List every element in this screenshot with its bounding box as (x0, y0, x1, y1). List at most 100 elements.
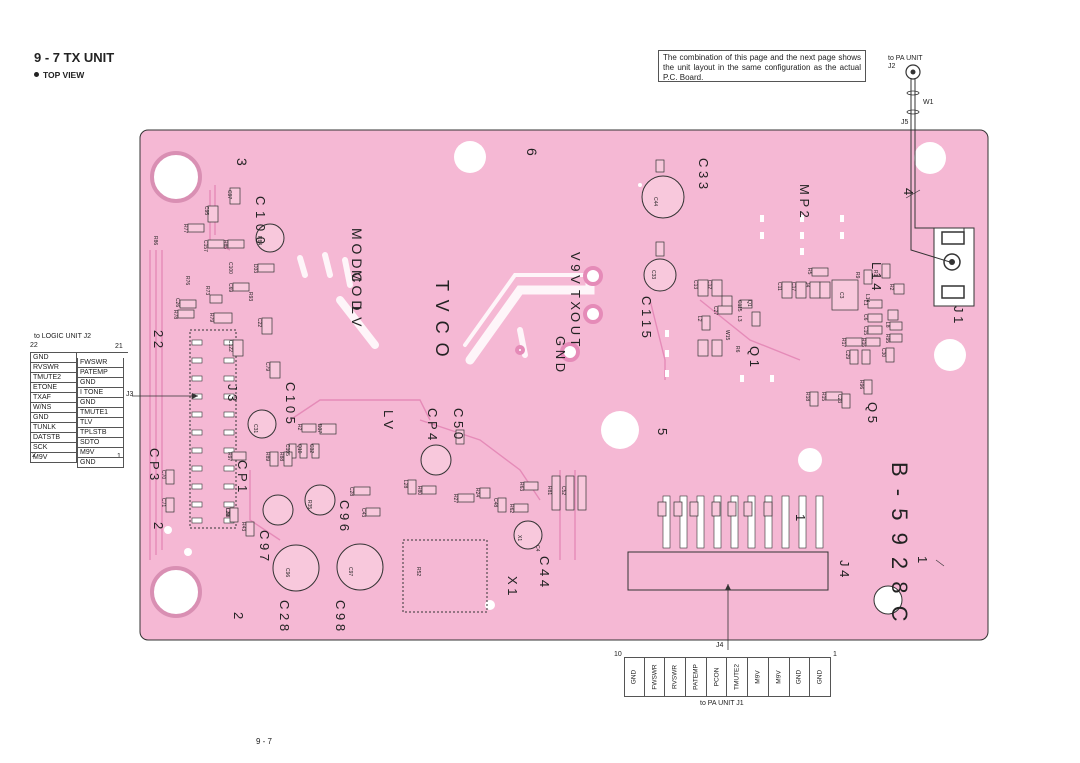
silk-n1b: 1 (915, 556, 930, 564)
pcb-board (139, 129, 989, 641)
part-ref-label: C22 (256, 318, 262, 328)
part-ref-label: R81 (546, 486, 552, 496)
part-ref-label: C30 (880, 348, 886, 358)
mounting-hole (798, 448, 822, 472)
part-ref-label: C12 (706, 280, 712, 290)
to-pa-unit-j1-label: to PA UNIT J1 (700, 700, 744, 707)
part-ref-label: L8 (884, 322, 890, 328)
part-ref-label: R15 (820, 392, 826, 402)
part-ref-label: C98 (224, 508, 230, 518)
part-ref-label: R6 (734, 346, 740, 353)
silk-lv: L V (349, 306, 365, 327)
view-label-text: TOP VIEW (43, 70, 85, 80)
part-ref-label: R27 (452, 494, 458, 504)
part-ref-label: R77 (182, 224, 188, 234)
silk-c28: C 2 8 (277, 600, 292, 632)
silk-lv2: L V (381, 410, 396, 430)
part-ref-label: C71 (160, 498, 166, 508)
table-cell: M9V (768, 657, 790, 697)
table-cell: TPLSTB (77, 428, 125, 438)
table-cell: PATEMP (77, 368, 125, 378)
part-ref-label: R63 (518, 482, 524, 492)
mounting-hole (914, 142, 946, 174)
part-ref-label: C115 (736, 300, 742, 312)
w1-label: W1 (923, 99, 934, 106)
table-cell: TMUTE2 (727, 657, 749, 697)
mounting-hole (638, 183, 642, 187)
table-cell: GND (30, 353, 78, 363)
j2-label: J2 (888, 63, 896, 70)
part-ref-label: R24 (474, 488, 480, 498)
table-cell: FWSWR (644, 657, 666, 697)
silk-mp2: M P 2 (797, 184, 812, 218)
table-cell: PATEMP (686, 657, 707, 697)
part-ref-label: R85 (222, 240, 228, 250)
part-ref-label: R17 (840, 338, 846, 348)
silk-board-id: B - 5 9 2 8 C (887, 462, 912, 625)
part-ref-label: C97 (347, 567, 353, 577)
j4-pin-10: 10 (614, 651, 622, 658)
part-ref-label: R43 (240, 522, 246, 532)
c105-capacitor (247, 409, 277, 439)
silk-c50: C 5 0 (451, 408, 466, 440)
part-ref-label: R18 (804, 392, 810, 402)
part-ref-label: C33 (650, 270, 656, 280)
part-ref-label: C70 (160, 470, 166, 480)
part-ref-label: C28 (348, 487, 354, 497)
part-ref-label: L3 (736, 316, 742, 322)
part-ref-label: C4 (534, 545, 540, 552)
c44-capacitor (513, 520, 543, 550)
mounting-hole (454, 141, 486, 173)
j4-label: J4 (716, 642, 724, 649)
part-ref-label: R89 (264, 452, 270, 462)
table-cell: DATSTB (30, 433, 78, 443)
to-logic-unit-label: to LOGIC UNIT J2 (34, 333, 92, 340)
table-cell-text: FWSWR (651, 664, 659, 690)
part-ref-label: R97 (226, 452, 232, 462)
silk-gnd: G N D (553, 336, 568, 373)
table-cell: GND (624, 657, 645, 697)
mounting-hole (485, 600, 495, 610)
silk-v9v: V 9 V (568, 252, 583, 284)
part-ref-label: C44 (652, 197, 658, 207)
part-ref-label: C11 (776, 282, 782, 291)
part-ref-label: L28 (402, 480, 408, 489)
silk-n1a: 1 (793, 514, 808, 522)
table-cell: GND (77, 378, 125, 388)
part-ref-label: R96 (858, 380, 864, 390)
to-pa-unit-label: to PA UNIT (888, 55, 923, 62)
part-ref-label: C13 (692, 280, 698, 290)
part-ref-label: R5 (806, 268, 812, 275)
silk-j1: J 1 (951, 306, 966, 324)
part-ref-label: C17 (790, 282, 796, 292)
silk-n6: 6 (524, 148, 540, 156)
part-ref-label: R76 (184, 276, 190, 286)
table-cell: I TONE (77, 388, 125, 398)
silk-c97: C 9 7 (257, 530, 272, 562)
part-ref-label: R79 (208, 313, 214, 323)
table-cell: GND (77, 458, 125, 468)
j3-pin-21: 21 (115, 343, 123, 350)
table-cell: RVSWR (30, 363, 78, 373)
part-ref-label: R86 (152, 236, 158, 246)
part-ref-label: L2 (696, 316, 702, 322)
part-ref-label: C31 (252, 424, 258, 434)
part-ref-label: W15 (724, 330, 730, 341)
c115-capacitor (643, 258, 677, 292)
table-cell: PCON (706, 657, 728, 697)
table-cell: M9V (30, 453, 78, 463)
silk-c44: C 4 4 (537, 556, 552, 588)
silk-q1: Q 1 (747, 346, 762, 367)
part-ref-label: D37 (316, 424, 322, 434)
c98-capacitor (336, 543, 384, 591)
table-cell-text: PCON (713, 667, 721, 687)
silk-cp4: C P 4 (425, 408, 440, 441)
table-cell: GND (789, 657, 811, 697)
part-ref-label: R16 (860, 338, 866, 348)
part-ref-label: C48 (492, 498, 498, 508)
